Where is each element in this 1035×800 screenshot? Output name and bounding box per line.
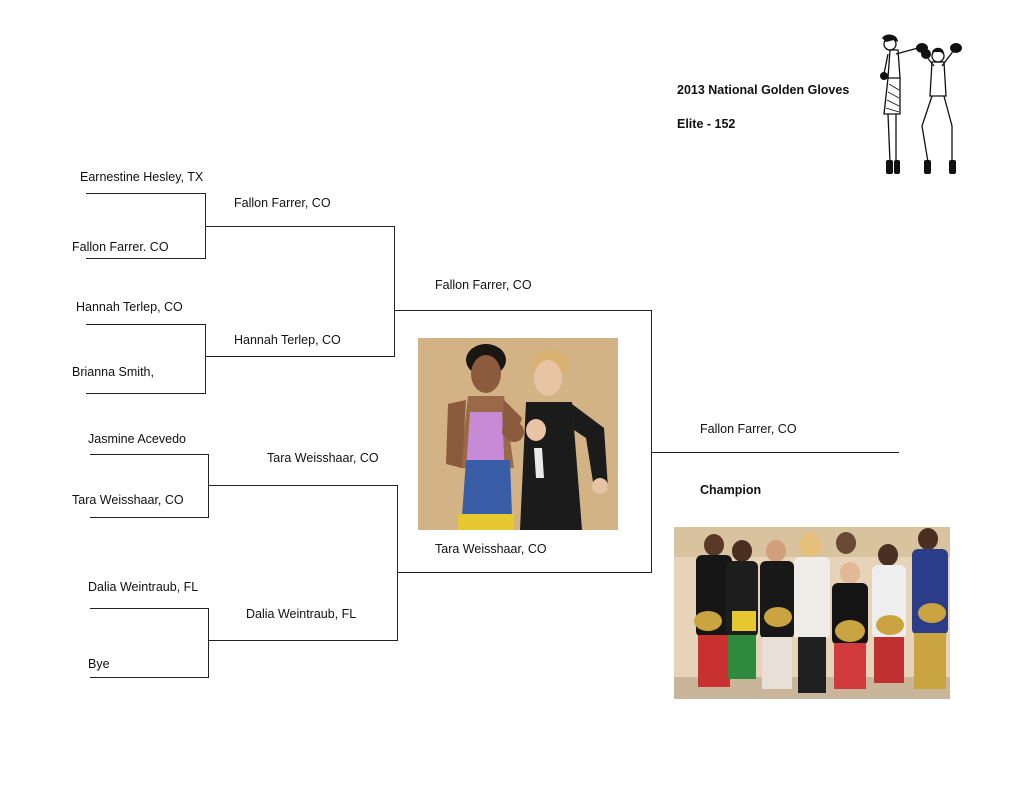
bracket-line bbox=[90, 517, 208, 518]
bracket-line bbox=[205, 324, 206, 394]
bracket-line bbox=[651, 452, 899, 453]
bracket-line bbox=[205, 356, 395, 357]
round2-slot-3: Tara Weisshaar, CO bbox=[267, 451, 379, 465]
round1-slot-5: Jasmine Acevedo bbox=[88, 432, 186, 446]
champion-label: Champion bbox=[700, 483, 762, 497]
bracket-line bbox=[394, 310, 652, 311]
page-title: 2013 National Golden Gloves bbox=[677, 83, 850, 97]
round1-slot-2: Fallon Farrer. CO bbox=[72, 240, 169, 254]
round2-slot-2: Hannah Terlep, CO bbox=[234, 333, 341, 347]
bracket-line bbox=[86, 258, 206, 259]
bracket-line bbox=[394, 226, 395, 357]
round1-slot-8: Bye bbox=[88, 657, 110, 671]
bracket-line bbox=[397, 572, 651, 573]
bracket-line bbox=[651, 310, 652, 573]
bracket-line bbox=[205, 226, 395, 227]
semifinal-slot-2: Tara Weisshaar, CO bbox=[435, 542, 547, 556]
division-label: Elite - 152 bbox=[677, 117, 736, 131]
bracket-line bbox=[90, 454, 208, 455]
bracket-line bbox=[208, 608, 209, 678]
finalists-photo bbox=[418, 338, 618, 530]
bracket-line bbox=[208, 485, 398, 486]
bracket-line bbox=[208, 454, 209, 518]
bracket-line bbox=[86, 193, 206, 194]
bracket-line bbox=[86, 324, 206, 325]
round1-slot-3: Hannah Terlep, CO bbox=[76, 300, 183, 314]
bracket-line bbox=[90, 677, 208, 678]
final-winner: Fallon Farrer, CO bbox=[700, 422, 797, 436]
bracket-line bbox=[90, 608, 208, 609]
round2-slot-4: Dalia Weintraub, FL bbox=[246, 607, 357, 621]
boxers-illustration bbox=[872, 34, 972, 180]
champions-group-photo bbox=[674, 527, 950, 699]
round2-slot-1: Fallon Farrer, CO bbox=[234, 196, 331, 210]
bracket-line bbox=[397, 485, 398, 641]
bracket-line bbox=[208, 640, 398, 641]
bracket-line bbox=[86, 393, 206, 394]
round1-slot-1: Earnestine Hesley, TX bbox=[80, 170, 204, 184]
semifinal-slot-1: Fallon Farrer, CO bbox=[435, 278, 532, 292]
round1-slot-6: Tara Weisshaar, CO bbox=[72, 493, 184, 507]
round1-slot-4: Brianna Smith, bbox=[72, 365, 154, 379]
round1-slot-7: Dalia Weintraub, FL bbox=[88, 580, 199, 594]
